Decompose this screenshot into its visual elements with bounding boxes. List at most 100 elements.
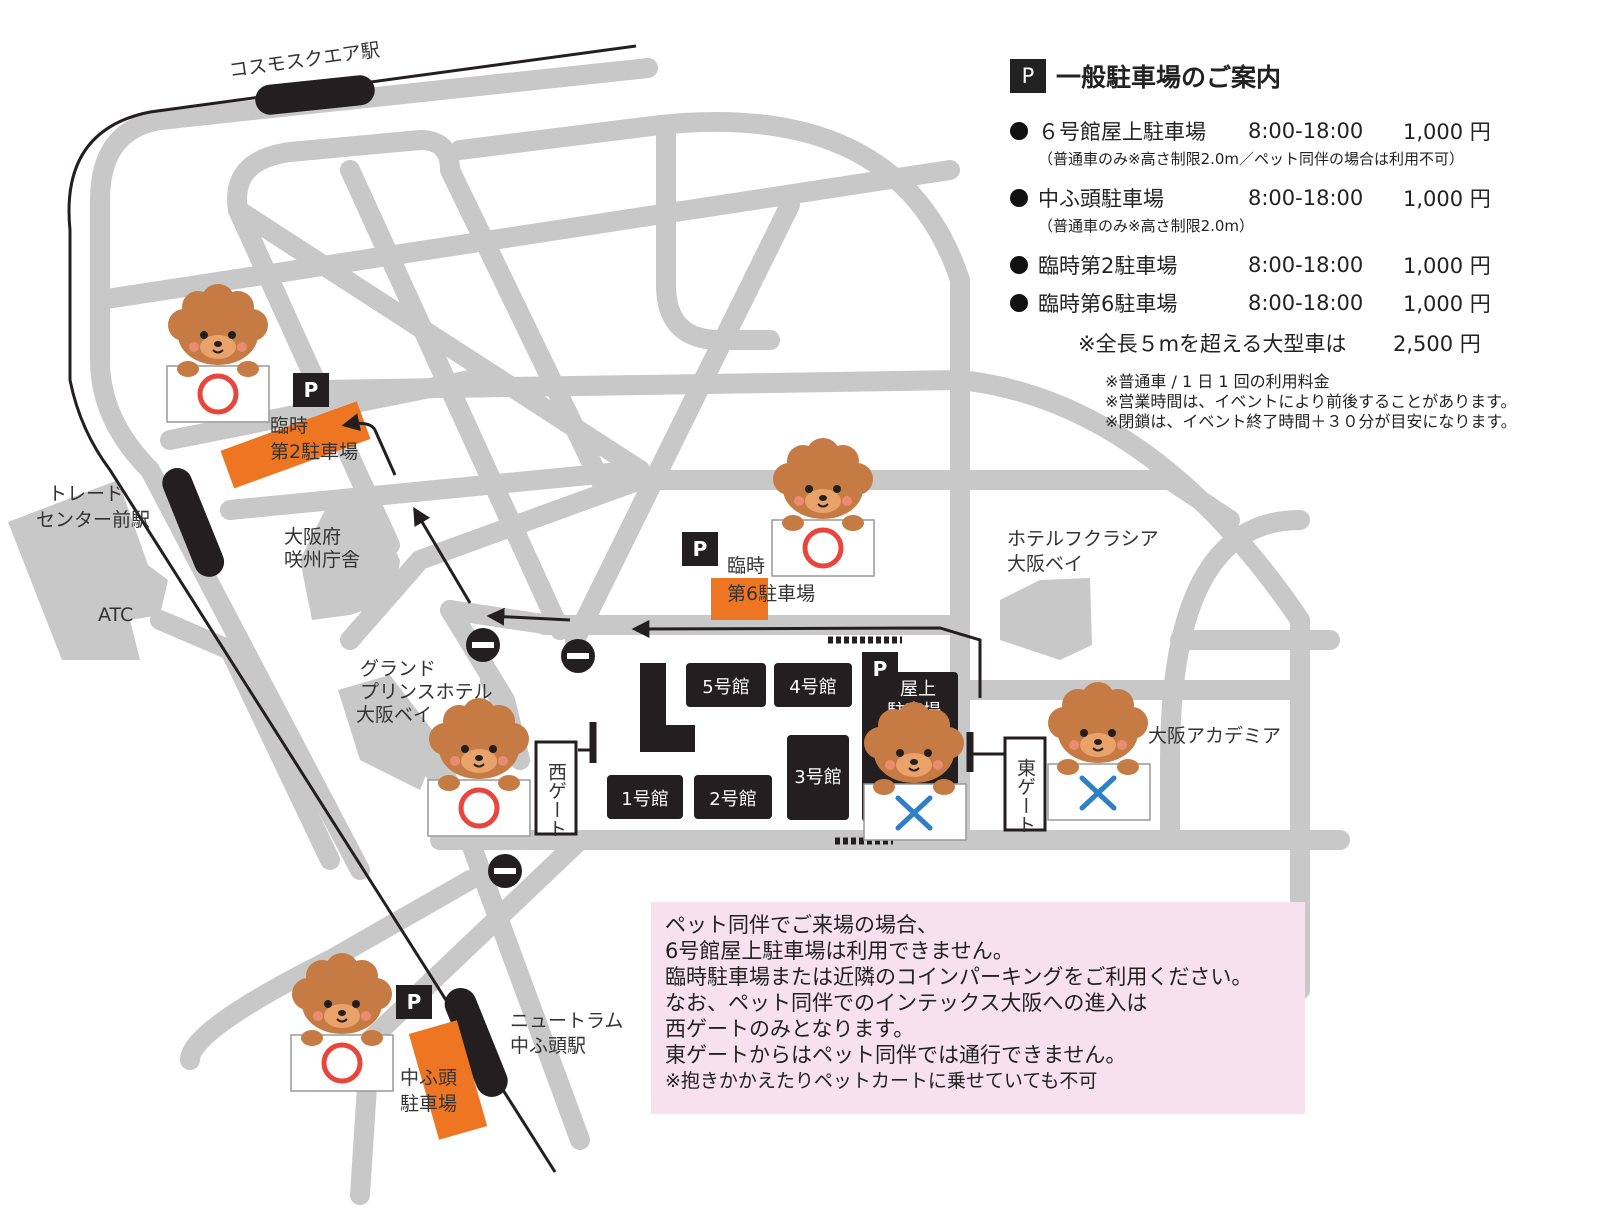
hall-2 — [694, 775, 772, 819]
temp-parking-2-label-1: 臨時 — [270, 415, 308, 437]
temp-parking-6-label-2: 第6駐車場 — [727, 583, 815, 605]
sakishima-label-2: 咲州庁舎 — [284, 549, 360, 571]
lot-row: 臨時第6駐車場 8:00-18:00 1,000 円 — [1010, 288, 1590, 318]
hall-3 — [787, 735, 849, 820]
pet-ok-sign — [290, 952, 394, 1092]
bullet-icon — [1010, 294, 1028, 312]
east-gate-label: 東ゲート — [1014, 758, 1036, 834]
hall-4-label: 4号館 — [789, 677, 836, 698]
hall-6-lshape — [640, 663, 695, 752]
guide-note: ※閉鎖は、イベント終了時間＋３０分が目安になります。 — [1105, 412, 1517, 431]
guide-notes: ※普通車 / 1 日 1 回の利用料金 ※営業時間は、イベントにより前後すること… — [1105, 372, 1590, 432]
temp-parking-6-label-1: 臨時 — [727, 555, 765, 577]
pet-notice-line: なお、ペット同伴でのインテックス大阪への進入は — [665, 991, 1148, 1015]
lot-row: ６号館屋上駐車場 8:00-18:00 1,000 円 — [1010, 116, 1590, 146]
bullet-icon — [1010, 256, 1028, 274]
large-vehicle-row: ※全長５mを超える大型車は 2,500 円 — [1078, 328, 1590, 358]
hotel-label-2: 大阪ベイ — [1007, 553, 1083, 575]
lot-hours: 8:00-18:00 — [1248, 253, 1364, 277]
cosmo-station-platform — [255, 75, 375, 115]
guide-note: ※普通車 / 1 日 1 回の利用料金 — [1105, 372, 1330, 391]
pet-notice-line: ペット同伴でご来場の場合、 — [665, 913, 938, 937]
hotel-building — [1000, 578, 1092, 660]
nyutoram-station-platform — [444, 987, 508, 1097]
parking-p-icon: P — [682, 532, 718, 566]
lot-fee: 1,000 円 — [1403, 254, 1491, 278]
lot-fee: 1,000 円 — [1403, 120, 1491, 144]
lot-note: （普通車のみ※高さ制限2.0m／ペット同伴の場合は利用不可） — [1038, 150, 1465, 168]
pet-notice-box: ペット同伴でご来場の場合、 6号館屋上駐車場は利用できません。 臨時駐車場または… — [651, 902, 1305, 1114]
lot-row: 中ふ頭駐車場 8:00-18:00 1,000 円 — [1010, 183, 1590, 213]
svg-text:P: P — [693, 537, 708, 561]
hotel-label-1: ホテルフクラシア — [1007, 528, 1159, 550]
west-gate-label: 西ゲート — [545, 762, 567, 838]
pet-ng-sign — [863, 701, 967, 841]
lot-name: ６号館屋上駐車場 — [1038, 120, 1206, 144]
no-entry-icon — [466, 628, 500, 662]
lot-hours: 8:00-18:00 — [1248, 119, 1364, 143]
chufuto-parking-label-2: 駐車場 — [400, 1093, 457, 1115]
station-trade-label-1: トレード — [48, 483, 124, 505]
rooftop-parking-label-1: 屋上 — [900, 679, 936, 700]
bullet-icon — [1010, 189, 1028, 207]
parking-p-icon: P — [862, 652, 898, 686]
station-trade-label-2: センター前駅 — [36, 509, 150, 531]
parking-guide: P 一般駐車場のご案内 ６号館屋上駐車場 8:00-18:00 1,000 円 … — [1010, 58, 1590, 432]
lot-fee: 1,000 円 — [1403, 292, 1491, 316]
pet-notice-line: 東ゲートからはペット同伴では通行できません。 — [665, 1043, 1127, 1067]
hall-5-label: 5号館 — [702, 677, 749, 698]
svg-text:P: P — [304, 378, 319, 402]
station-nyutoram-label-2: 中ふ頭駅 — [510, 1035, 586, 1057]
parking-p-icon: P — [1010, 59, 1046, 93]
guide-note: ※営業時間は、イベントにより前後することがあります。 — [1105, 392, 1517, 411]
hall-2-label: 2号館 — [709, 789, 756, 810]
lot-row: 臨時第2駐車場 8:00-18:00 1,000 円 — [1010, 250, 1590, 280]
no-entry-icon — [561, 639, 595, 673]
pet-ok-sign — [166, 283, 270, 423]
railway-line — [67, 44, 637, 1173]
east-gate-sign — [1003, 736, 1047, 832]
west-gate-sign — [534, 740, 578, 836]
lot-hours: 8:00-18:00 — [1248, 291, 1364, 315]
parking-guide-title: 一般駐車場のご案内 — [1056, 63, 1282, 92]
pet-ng-sign — [1047, 681, 1151, 821]
pet-notice-line: 6号館屋上駐車場は利用できません。 — [665, 939, 1014, 963]
temp-parking-2-label-2: 第2駐車場 — [270, 441, 358, 463]
temp-parking-6-area — [711, 578, 768, 620]
lot-name: 中ふ頭駐車場 — [1038, 187, 1164, 211]
pet-notice-line: 西ゲートのみとなります。 — [665, 1017, 915, 1041]
hall-5 — [686, 663, 766, 707]
hall-1-label: 1号館 — [621, 789, 668, 810]
grand-prince-label-2: プリンスホテル — [360, 681, 493, 703]
no-entry-icon — [488, 854, 522, 888]
pet-notice-line: 臨時駐車場または近隣のコインパーキングをご利用ください。 — [665, 965, 1253, 989]
lot-hours: 8:00-18:00 — [1248, 186, 1364, 210]
svg-text:P: P — [873, 657, 888, 681]
large-vehicle-fee: 2,500 円 — [1393, 332, 1481, 356]
chufuto-parking-area — [408, 1020, 488, 1140]
large-vehicle-label: ※全長５mを超える大型車は — [1078, 332, 1347, 356]
lot-name: 臨時第6駐車場 — [1038, 292, 1178, 316]
pet-ok-sign — [771, 437, 875, 577]
atc-building — [8, 480, 168, 660]
trade-station-platform — [162, 468, 225, 577]
hall-3-label: 3号館 — [794, 767, 841, 788]
bullet-icon — [1010, 122, 1028, 140]
grand-prince-label-3: 大阪ベイ — [356, 704, 432, 726]
chufuto-parking-label-1: 中ふ頭 — [400, 1067, 457, 1089]
traffic-arrows — [341, 413, 982, 698]
hall-1 — [607, 775, 683, 819]
hall-4 — [774, 663, 852, 707]
temp-parking-2-area — [220, 401, 371, 489]
pet-ok-sign — [427, 697, 531, 837]
atc-label: ATC — [98, 604, 133, 626]
grand-prince-label-1: グランド — [360, 658, 436, 680]
pet-notice-small-note: ※抱きかかえたりペットカートに乗せていても不可 — [665, 1070, 1098, 1092]
svg-text:P: P — [407, 990, 422, 1014]
academia-label: 大阪アカデミア — [1148, 725, 1281, 747]
parking-p-icon: P — [293, 373, 329, 407]
lot-note: （普通車のみ※高さ制限2.0m） — [1038, 217, 1255, 235]
roads — [90, 58, 1350, 1205]
lot-fee: 1,000 円 — [1403, 187, 1491, 211]
